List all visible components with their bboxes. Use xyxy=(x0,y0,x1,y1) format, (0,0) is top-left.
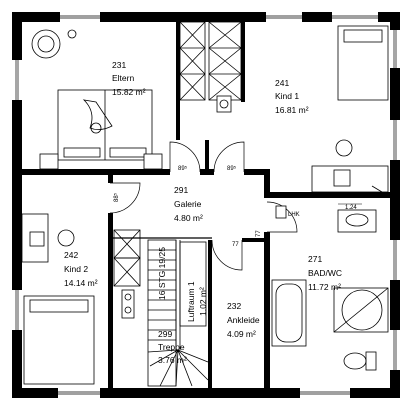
toilet xyxy=(343,351,377,371)
window-left-kind2 xyxy=(12,290,22,330)
appliance-icon xyxy=(216,95,232,113)
window-right-kind1-b xyxy=(390,120,400,160)
room-name: Kind 1 xyxy=(275,91,299,101)
door-eltern xyxy=(169,141,201,173)
room-number: 291 xyxy=(174,185,188,195)
wardrobe-eltern xyxy=(179,21,206,101)
wall-kind1-galerie xyxy=(244,169,270,175)
wardrobe-kind1 xyxy=(208,21,242,101)
room-area: 15.82 m² xyxy=(112,87,146,97)
room-name: Galerie xyxy=(174,199,202,209)
dim-ankleide-width: 77 xyxy=(232,242,239,248)
window-right-bad-a xyxy=(390,240,400,280)
wall-eltern-wardrobe xyxy=(176,22,180,140)
room-name: Ankleide xyxy=(227,315,260,325)
wall-kind1-bad xyxy=(264,192,390,198)
nightstand-left xyxy=(39,153,59,170)
window-top-kind1-a xyxy=(266,12,302,22)
luftraum-void xyxy=(179,241,207,327)
kind2-bed xyxy=(23,295,95,385)
room-number: 299 xyxy=(158,329,172,339)
wall-eltern-kind2 xyxy=(22,169,170,175)
sink xyxy=(337,209,377,233)
wall-kind2-stair-a xyxy=(108,175,113,183)
door-kind1 xyxy=(213,141,245,173)
lhk-label: LHK xyxy=(288,212,300,218)
wall-ankleide-top xyxy=(242,238,264,242)
stair-label: 16 STG 19/25 xyxy=(157,247,167,300)
kind2-desk xyxy=(21,213,75,263)
room-number: 271 xyxy=(308,254,322,264)
interior-walls xyxy=(22,22,390,388)
lhk-box xyxy=(275,205,287,219)
room-area: 3.76 m² xyxy=(158,355,187,365)
room-area: 4.09 m² xyxy=(227,329,256,339)
wall-right xyxy=(390,12,400,398)
window-bottom-bad xyxy=(300,388,350,398)
doors xyxy=(109,141,298,271)
window-bottom-kind2 xyxy=(58,388,100,398)
door-ankleide xyxy=(211,239,243,271)
room-number: 241 xyxy=(275,78,289,88)
windows xyxy=(12,12,400,398)
room-area: 4.80 m² xyxy=(174,213,203,223)
eltern-armchair xyxy=(31,29,77,59)
window-right-kind1-a xyxy=(390,30,400,68)
wall-between-doors-v xyxy=(205,140,209,175)
stair-closet xyxy=(113,229,141,319)
dim-door-eltern: 89⁵ xyxy=(178,165,188,172)
wall-kind1-wardrobe xyxy=(241,22,245,102)
dim-bad-niche: 1.24 xyxy=(345,205,357,211)
kind1-desk xyxy=(311,139,389,193)
wall-bottom xyxy=(12,388,400,398)
luftraum-name: Luftraum 1 xyxy=(186,281,196,322)
room-area: 11.72 m² xyxy=(308,282,341,292)
dim-ankleide-door: 77 xyxy=(256,230,262,237)
room-label-ankleide: 232 Ankleide 4.09 m² xyxy=(227,301,260,339)
outer-walls xyxy=(12,12,400,398)
room-name: Kind 2 xyxy=(64,264,88,274)
room-number: 232 xyxy=(227,301,241,311)
bathtub xyxy=(271,279,307,347)
door-kind2 xyxy=(109,182,141,214)
room-number: 242 xyxy=(64,250,78,260)
window-left-eltern xyxy=(12,60,22,100)
shower xyxy=(333,287,389,333)
wall-kind1-corner xyxy=(264,169,270,198)
kind1-bed xyxy=(337,25,389,101)
room-number: 231 xyxy=(112,60,126,70)
room-label-treppe: 299 Treppe 3.76 m² xyxy=(158,329,187,365)
room-label-galerie: 291 Galerie 4.80 m² xyxy=(174,185,203,223)
room-label-kind2: 242 Kind 2 14.14 m² xyxy=(64,250,98,288)
room-name: BAD/WC xyxy=(308,268,342,278)
eltern-bed xyxy=(57,89,153,161)
wall-kind2-stair-b xyxy=(108,213,113,388)
nightstand-right xyxy=(143,153,163,170)
door-bad xyxy=(266,201,298,233)
wall-left xyxy=(12,12,22,398)
wall-top xyxy=(12,12,400,22)
room-label-bad: 271 BAD/WC 11.72 m² xyxy=(308,254,342,292)
room-label-eltern: 231 Eltern 15.82 m² xyxy=(112,60,146,97)
room-name: Eltern xyxy=(112,73,134,83)
wall-ankleide-left xyxy=(208,240,212,388)
dim-door-kind1: 89⁵ xyxy=(227,165,237,172)
window-right-bad-b xyxy=(390,330,400,370)
window-top-kind1-b xyxy=(332,12,378,22)
room-name: Treppe xyxy=(158,342,185,352)
room-area: 16.81 m² xyxy=(275,105,309,115)
luftraum-area: 1.02 m² xyxy=(198,287,208,316)
wall-galerie-bad xyxy=(264,232,270,388)
room-area: 14.14 m² xyxy=(64,278,98,288)
window-top-eltern xyxy=(60,12,100,22)
room-label-kind1: 241 Kind 1 16.81 m² xyxy=(275,78,309,115)
dim-door-kind2: 88⁵ xyxy=(113,192,120,202)
